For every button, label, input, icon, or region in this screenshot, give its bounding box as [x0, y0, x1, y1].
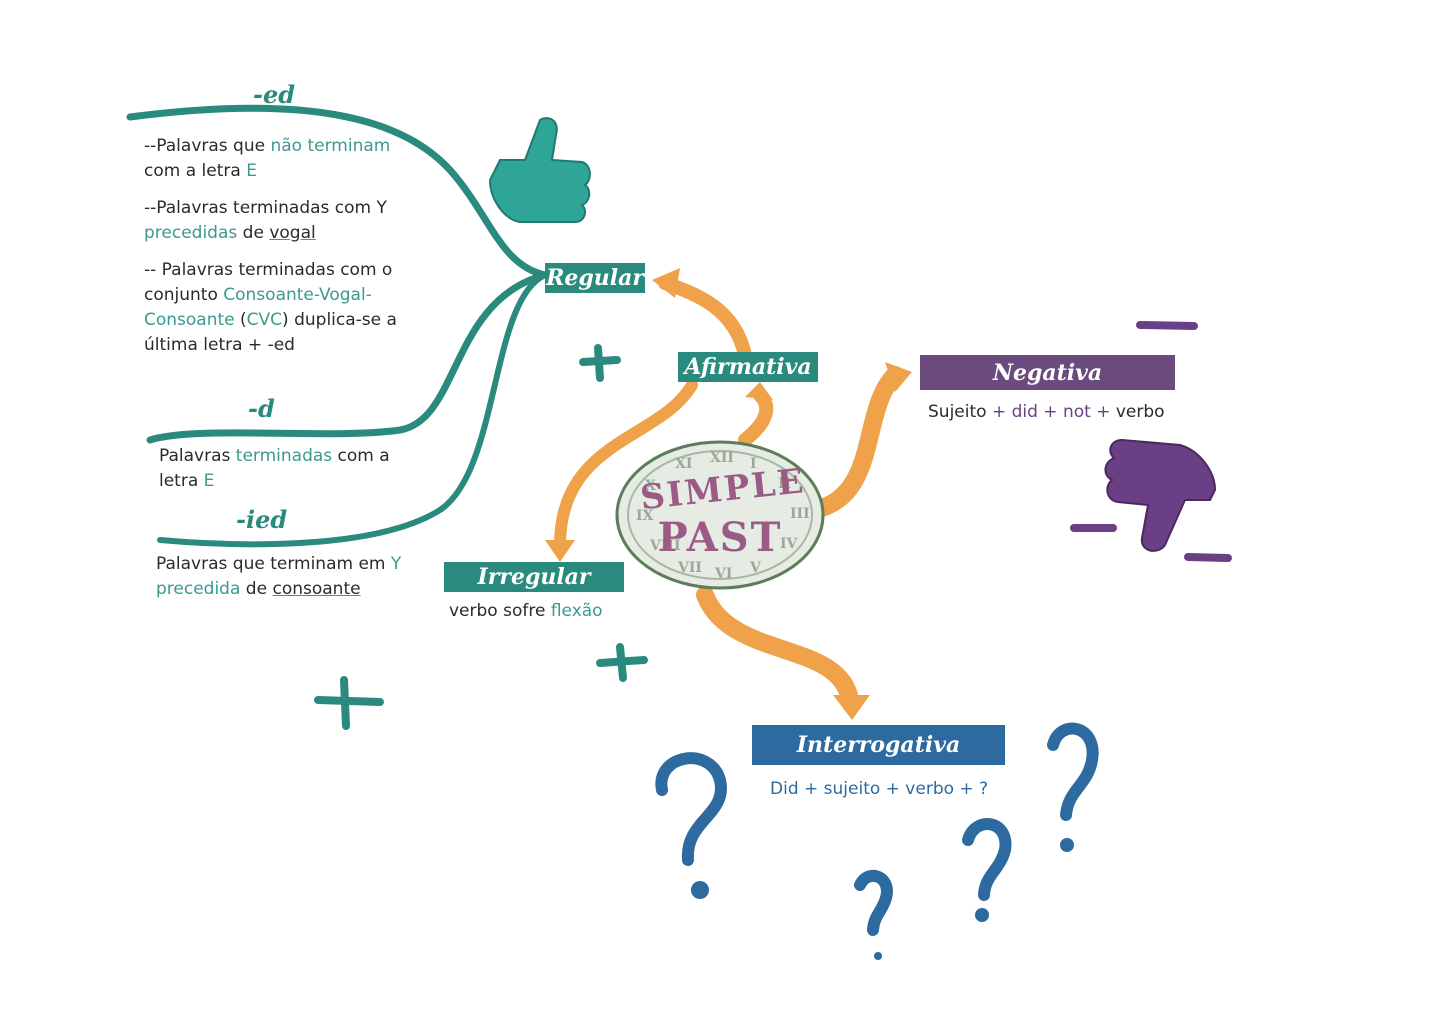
negativa-formula: Sujeito + did + not + verbo: [928, 402, 1165, 422]
svg-text:VIII: VIII: [649, 538, 681, 554]
node-negativa[interactable]: Negativa: [920, 355, 1175, 390]
node-irregular[interactable]: Irregular: [444, 562, 624, 592]
thumbs-down-icon: [1104, 438, 1217, 552]
branch-line-ied: [157, 272, 548, 548]
svg-text:XI: XI: [675, 456, 692, 472]
svg-text:VI: VI: [714, 566, 732, 582]
branch-label-d: -d: [248, 394, 275, 423]
center-title-line1: SIMPLE: [638, 461, 808, 519]
svg-text:IX: IX: [636, 508, 654, 524]
node-afirmativa[interactable]: Afirmativa: [678, 352, 818, 382]
arrow-center-negativa: [806, 366, 904, 519]
arrow-center-interrogativa: [696, 586, 859, 709]
branch-label-ed: -ed: [253, 80, 296, 109]
branch-line-ed: [126, 104, 549, 279]
svg-text:XII: XII: [710, 450, 734, 466]
branch-line-d: [146, 271, 549, 444]
arrow-afirmativa-irregular: [554, 379, 698, 551]
svg-text:V: V: [749, 560, 762, 576]
rule-ied: Palavras que terminam em Y precedida de …: [156, 554, 402, 599]
minus-icon: [1070, 321, 1232, 562]
node-regular[interactable]: Regular: [545, 263, 645, 293]
svg-text:VII: VII: [677, 560, 702, 576]
rule-d: Palavras terminadas com a letra E: [159, 446, 390, 491]
node-interrogativa[interactable]: Interrogativa: [752, 725, 1005, 765]
plus-icon: [314, 344, 648, 730]
arrow-center-afirmativa: [738, 388, 774, 447]
svg-text:I: I: [750, 456, 757, 472]
rule-ed-1: --Palavras que não terminam com a letra …: [144, 136, 391, 181]
question-mark-icon: [655, 722, 1099, 936]
rule-ed-2: --Palavras terminadas com Y precedidas d…: [144, 198, 387, 243]
svg-text:III: III: [790, 506, 810, 522]
center-title-line2: PAST: [657, 514, 783, 561]
interrogativa-formula: Did + sujeito + verbo + ?: [770, 779, 989, 799]
arrow-afirmativa-regular: [658, 276, 752, 362]
branch-label-ied: -ied: [236, 505, 288, 534]
center-title: SIMPLE PAST: [638, 461, 807, 561]
irregular-description: verbo sofre flexão: [449, 601, 603, 621]
rule-ed-3: -- Palavras terminadas com o conjunto Co…: [144, 260, 397, 355]
svg-text:X: X: [645, 478, 656, 494]
svg-text:IV: IV: [780, 536, 799, 552]
thumbs-up-icon: [488, 117, 591, 223]
svg-text:II: II: [778, 476, 791, 492]
